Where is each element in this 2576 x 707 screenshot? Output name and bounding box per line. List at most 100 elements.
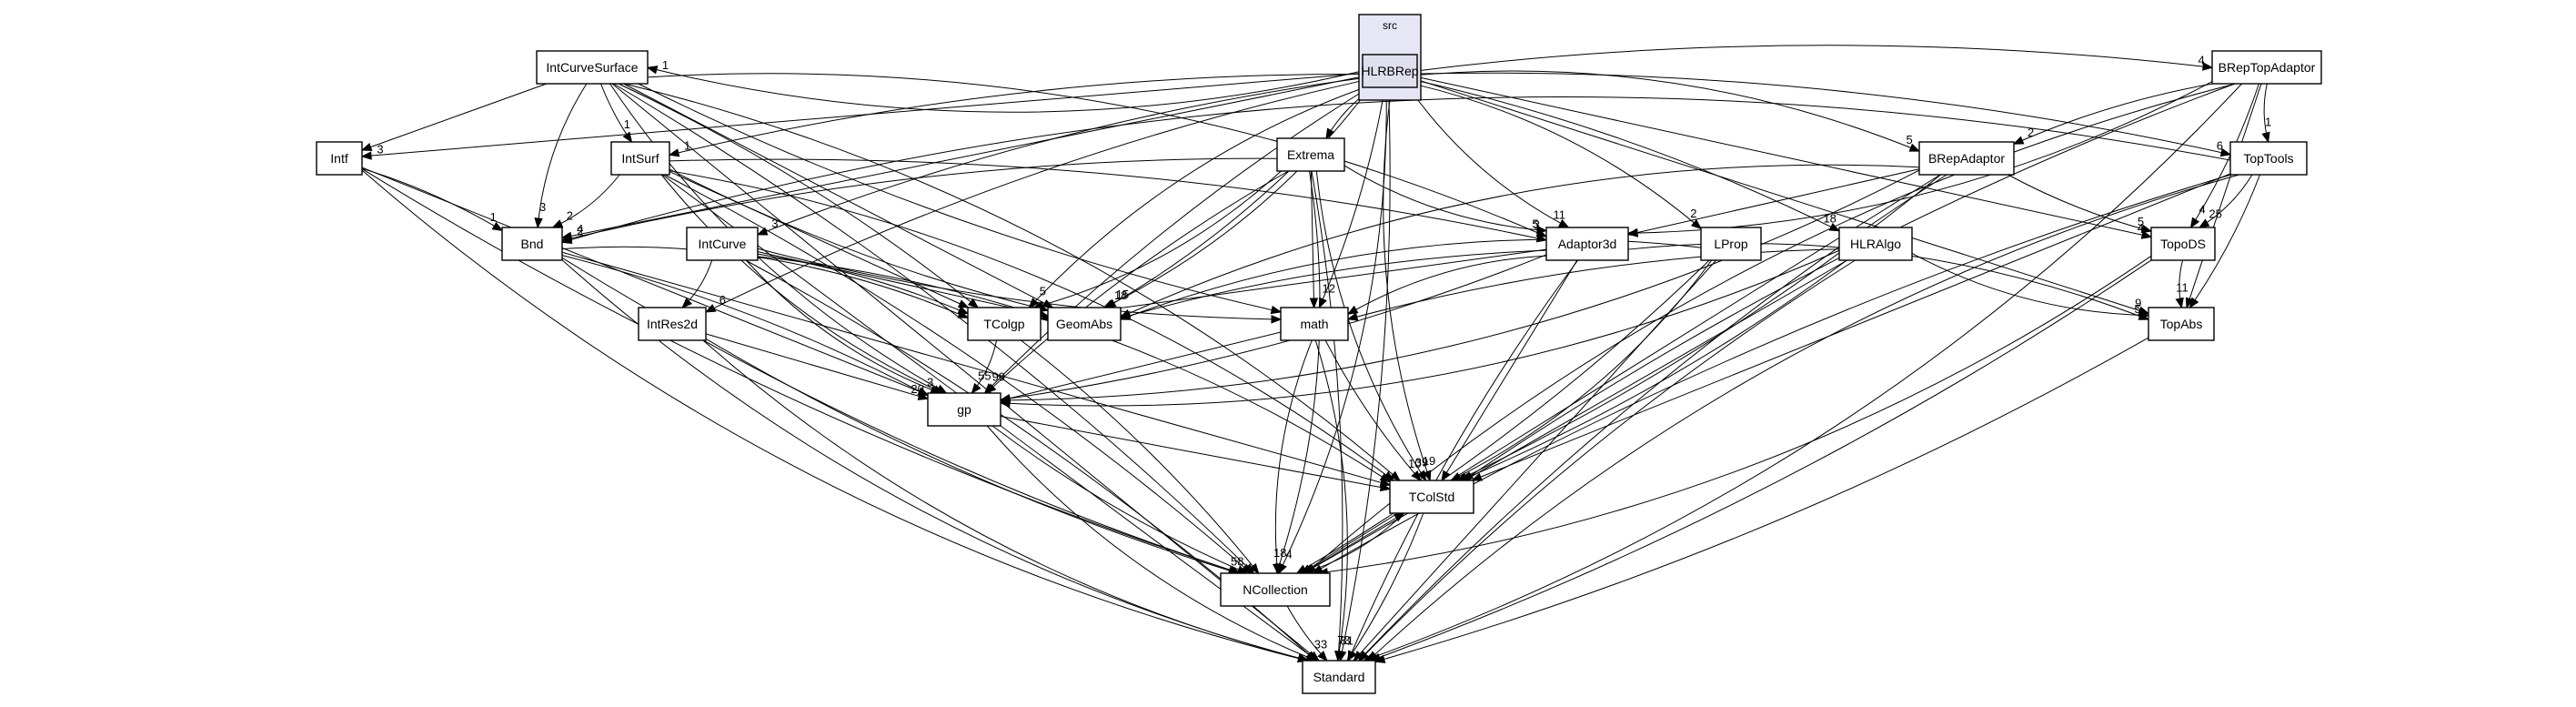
node-lprop[interactable]: LProp [1700, 227, 1762, 261]
edge-hlrbrep-to-hlralgo[interactable]: 18 [1416, 80, 1841, 232]
edge-topabs-to-standard[interactable] [1374, 337, 2149, 663]
edge-intcurvesurface-to-intsurf[interactable]: 1 [600, 83, 633, 144]
node-ncollection[interactable]: NCollection [1220, 572, 1331, 607]
edge-hlrbrep-to-math[interactable]: 12 [1318, 86, 1386, 309]
edge-hlralgo-to-ncollection[interactable] [1303, 259, 1847, 574]
node-geomabs[interactable]: GeomAbs [1047, 307, 1122, 341]
node-intf[interactable]: Intf [316, 141, 363, 176]
node-hlrbrep[interactable]: HLRBRep [1361, 54, 1419, 88]
edge-hlrbrep-to-intsurf[interactable]: 1 [668, 73, 1363, 157]
edge-gp-to-ncollection[interactable]: 58 [991, 425, 1249, 574]
edge-hlrbrep-to-intf[interactable]: 3 [360, 72, 1363, 160]
edge-hlrbrep-to-toptools[interactable]: 6 [1416, 72, 2232, 157]
node-tcolgp[interactable]: TColgp [967, 307, 1041, 341]
edge-lprop-to-standard[interactable] [1353, 259, 1717, 662]
node-intres2d[interactable]: IntRes2d [638, 307, 707, 341]
edge-hlralgo-to-standard[interactable] [1358, 259, 1856, 662]
edge-intcurvesurface-to-math[interactable] [638, 83, 1283, 315]
edge-extrema-to-gp[interactable] [985, 170, 1289, 394]
edge-breptopadaptor-to-brepadaptor[interactable]: 2 [2012, 83, 2213, 145]
edge-toptools-to-bnd[interactable] [560, 96, 2231, 244]
edge-intres2d-to-ncollection[interactable] [705, 338, 1240, 575]
edge-tcolgp-to-gp[interactable]: 55 [971, 339, 998, 395]
edge-breptopadaptor-to-topabs[interactable] [2185, 83, 2262, 309]
edge-hlrbrep-to-brepadaptor[interactable]: 5 [1416, 70, 1921, 152]
edge-hlralgo-to-topabs[interactable]: 5 [1911, 253, 2150, 320]
edge-tcolgp-to-ncollection[interactable] [1021, 339, 1260, 575]
edge-math-to-gp[interactable] [999, 331, 1282, 403]
edge-ncollection-to-tcolstd[interactable] [1303, 512, 1405, 574]
edge-intf-to-gp[interactable] [361, 167, 930, 396]
edge-intcurvesurface-to-tcolgp[interactable] [618, 83, 980, 308]
edge-hlrbrep-to-adaptor3d[interactable]: 11 [1408, 86, 1570, 228]
edge-breptopadaptor-to-toptools[interactable]: 1 [2261, 83, 2271, 144]
edge-adaptor3d-to-math[interactable] [1346, 255, 1547, 315]
edge-ncollection-to-standard[interactable]: 33 [1286, 605, 1328, 662]
node-tcolstd[interactable]: TColStd [1389, 480, 1474, 514]
node-intcurve[interactable]: IntCurve [686, 227, 759, 261]
edge-extrema-to-math[interactable] [1309, 170, 1319, 309]
edge-toptools-to-topabs[interactable] [2189, 174, 2260, 309]
edge-breptopadaptor-to-topods[interactable]: 4 [2189, 83, 2259, 229]
edge-intsurf-to-ncollection[interactable] [664, 174, 1253, 574]
edge-tcolstd-to-standard[interactable] [1346, 512, 1424, 662]
edge-intcurve-to-intres2d[interactable] [681, 259, 713, 308]
node-topods[interactable]: TopoDS [2150, 227, 2216, 261]
edge-topods-to-ncollection[interactable] [1316, 255, 2152, 577]
edge-intsurf-to-bnd[interactable]: 2 [551, 174, 620, 228]
edge-intcurvesurface-to-ncollection[interactable] [613, 83, 1255, 574]
edge-extrema-to-ncollection[interactable] [1275, 170, 1321, 575]
node-brepadaptor[interactable]: BRepAdaptor [1918, 141, 2015, 176]
edge-gp-to-tcolstd[interactable] [1000, 415, 1392, 492]
edge-hlrbrep-to-topabs[interactable]: 9 [1416, 79, 2150, 315]
edge-intf-to-bnd[interactable]: 1 [361, 167, 504, 232]
node-intsurf[interactable]: IntSurf [610, 141, 670, 176]
edge-extrema-to-geomabs[interactable]: 15 [1104, 170, 1290, 308]
edge-intcurve-to-tcolstd[interactable] [757, 256, 1392, 483]
edge-intcurvesurface-to-standard[interactable] [611, 83, 1320, 662]
edge-extrema-to-adaptor3d[interactable]: 5 [1343, 165, 1548, 235]
edge-hlralgo-to-math[interactable] [1346, 248, 1840, 321]
edge-hlrbrep-to-tcolgp[interactable]: 5 [1028, 86, 1365, 308]
node-gp[interactable]: gp [927, 392, 1001, 427]
edge-hlrbrep-to-intcurvesurface[interactable]: 1 [646, 58, 1363, 113]
node-bnd[interactable]: Bnd [501, 227, 563, 261]
node-hlralgo[interactable]: HLRAlgo [1838, 227, 1913, 261]
edge-bnd-to-gp[interactable] [561, 255, 930, 397]
node-math[interactable]: math [1280, 307, 1349, 341]
node-toptools[interactable]: TopTools [2229, 141, 2308, 176]
edge-topods-to-topabs[interactable]: 11 [2175, 259, 2189, 309]
edge-toptools-to-tcolstd[interactable] [1471, 173, 2231, 481]
edge-intcurve-to-tcolgp[interactable] [757, 253, 970, 315]
edge-hlrbrep-to-lprop[interactable]: 2 [1416, 84, 1703, 230]
edge-toptools-to-standard[interactable] [1367, 174, 2239, 662]
edge-intcurvesurface-to-bnd[interactable]: 3 [534, 83, 588, 229]
edge-bnd-to-tcolstd[interactable] [561, 251, 1392, 487]
edge-math-to-tcolstd[interactable]: 10 [1324, 339, 1422, 482]
edge-hlralgo-to-tcolstd[interactable] [1459, 259, 1847, 481]
edge-intres2d-to-gp[interactable]: 20 [705, 333, 930, 400]
edge-math-to-standard[interactable]: 73 [1314, 339, 1351, 662]
edge-hlrbrep-to-bnd[interactable]: 4 [560, 76, 1363, 240]
node-intcurvesurface[interactable]: IntCurveSurface [536, 50, 649, 85]
node-topabs[interactable]: TopAbs [2148, 307, 2215, 341]
node-breptopadaptor[interactable]: BRepTopAdaptor [2211, 50, 2322, 85]
edge-intsurf-to-gp[interactable] [660, 174, 945, 394]
edge-lprop-to-ncollection[interactable] [1295, 259, 1710, 574]
node-adaptor3d[interactable]: Adaptor3d [1545, 227, 1629, 261]
edge-hlrbrep-to-intres2d[interactable]: 6 [704, 80, 1363, 313]
edge-adaptor3d-to-standard[interactable] [1347, 259, 1579, 662]
edge-hlrbrep-to-topods[interactable]: 4 [1416, 76, 2153, 239]
edge-extrema-to-tcolstd[interactable]: 39 [1315, 170, 1428, 482]
edge-intsurf-to-adaptor3d[interactable] [669, 158, 1548, 243]
edge-toptools-to-topods[interactable]: 25 [2198, 174, 2253, 228]
edge-breptopadaptor-to-standard[interactable] [1363, 83, 2242, 662]
edge-intcurvesurface-to-tcolstd[interactable] [624, 83, 1401, 481]
edge-lprop-to-tcolstd[interactable] [1450, 259, 1713, 481]
edge-intcurvesurface-to-intf[interactable] [360, 83, 548, 151]
edge-brepadaptor-to-adaptor3d[interactable] [1626, 168, 1920, 237]
edge-math-to-ncollection[interactable]: 18 [1272, 339, 1313, 575]
node-standard[interactable]: Standard [1302, 660, 1376, 694]
edge-brepadaptor-to-topods[interactable]: 5 [2007, 174, 2153, 234]
edge-hlrbrep-to-breptopadaptor[interactable]: 4 [1416, 45, 2214, 72]
